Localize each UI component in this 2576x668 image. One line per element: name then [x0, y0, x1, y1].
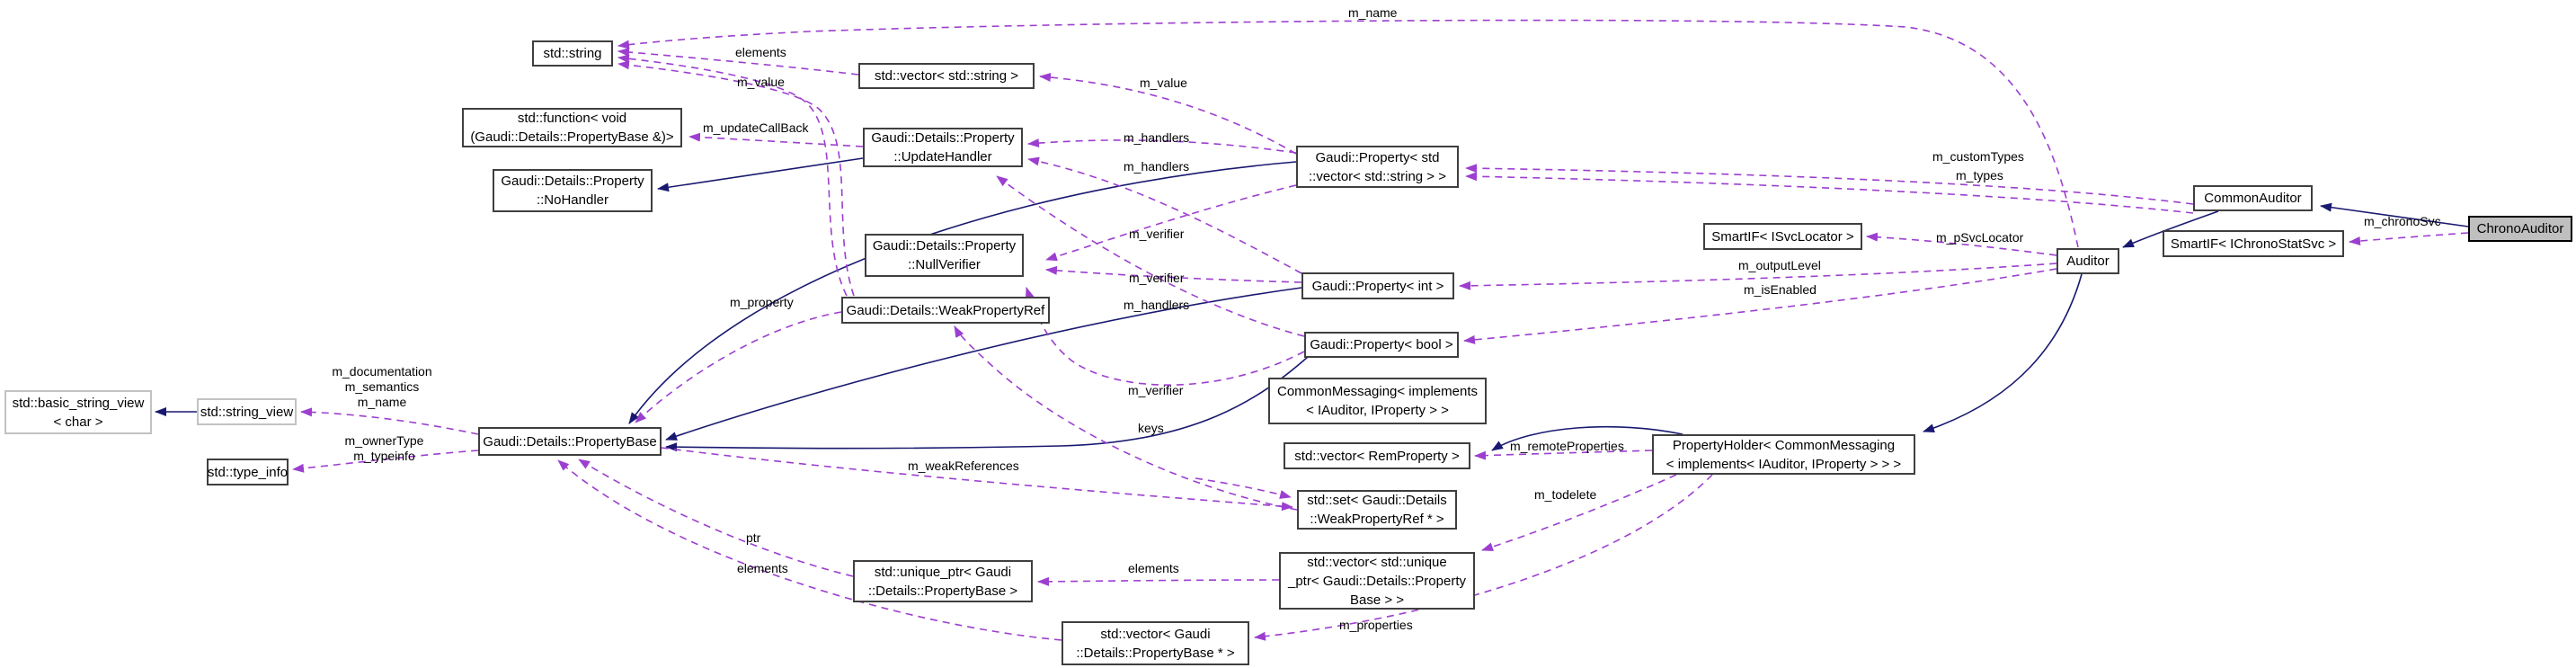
edge-label-m-isenabled: m_isEnabled: [1744, 282, 1817, 297]
edge-auditor-propertyholder: [1923, 273, 2083, 432]
edge-label-m-properties: m_properties: [1339, 618, 1413, 632]
edge-auditor-m-outputlevel: [1459, 263, 2057, 290]
edge-updatehandler-m-updatecallback: [688, 132, 864, 147]
edge-updatehandler-nohandler: [657, 157, 864, 192]
edge-commonauditor-m-types: [1465, 172, 2194, 214]
edge-label-ptr: ptr: [746, 530, 761, 545]
edge-label-m-handlers-3: m_handlers: [1124, 298, 1190, 312]
node-std-vector-propertybase-ptr[interactable]: std::vector< Gaudi ::Details::PropertyBa…: [1061, 621, 1249, 665]
edge-label-m-todelete: m_todelete: [1534, 487, 1597, 502]
edge-property-bool-m-verifier: [1025, 287, 1305, 386]
node-property-holder[interactable]: PropertyHolder< CommonMessaging < implem…: [1652, 434, 1915, 475]
edge-label-m-weakreferences: m_weakReferences: [908, 459, 1019, 473]
node-std-type-info[interactable]: std::type_info: [207, 459, 289, 485]
edge-property-int-m-verifier: [1045, 265, 1302, 283]
edge-label-m-types: m_types: [1956, 168, 2003, 183]
edge-propertybase-m-weakreferences: [661, 447, 1293, 512]
edge-label-m-value-vector: m_value: [1140, 76, 1187, 90]
edge-property-vec-string-m-handlers: [1027, 138, 1297, 154]
node-property-vector-string[interactable]: Gaudi::Property< std ::vector< std::stri…: [1296, 146, 1459, 188]
edge-label-m-name: m_name: [1348, 5, 1398, 20]
node-property-bool[interactable]: Gaudi::Property< bool >: [1304, 332, 1459, 358]
edge-label-m-chronosvc: m_chronoSvc: [2364, 214, 2441, 228]
node-common-auditor[interactable]: CommonAuditor: [2193, 185, 2313, 211]
edge-vectorstring-elements: [617, 48, 859, 76]
edge-label-m-verifier-1: m_verifier: [1129, 227, 1185, 241]
node-std-string-view: std::string_view: [197, 398, 297, 425]
node-update-handler[interactable]: Gaudi::Details::Property ::UpdateHandler: [863, 128, 1023, 167]
edge-vectoruniqueptr-elements: [1037, 576, 1280, 586]
edge-propertybase-m-weakreferences-2: [1195, 477, 1292, 499]
edge-label-elements-left: elements: [737, 561, 788, 575]
edge-label-m-outputlevel: m_outputLevel: [1738, 258, 1821, 272]
node-std-set-weakpropertyref[interactable]: std::set< Gaudi::Details ::WeakPropertyR…: [1297, 490, 1457, 530]
edge-property-vec-string-m-verifier: [1045, 184, 1297, 262]
edge-label-m-handlers-2: m_handlers: [1124, 159, 1190, 174]
node-std-function[interactable]: std::function< void (Gaudi::Details::Pro…: [462, 108, 682, 147]
node-weak-property-ref[interactable]: Gaudi::Details::WeakPropertyRef: [841, 297, 1050, 324]
node-property-int[interactable]: Gaudi::Property< int >: [1301, 272, 1454, 299]
edge-commonauditor-m-customtypes: [1465, 164, 2194, 205]
node-std-vector-remproperty[interactable]: std::vector< RemProperty >: [1284, 442, 1470, 469]
node-std-string[interactable]: std::string: [532, 40, 613, 67]
edge-auditor-m-psvclocator: [1866, 232, 2057, 256]
edge-label-m-handlers-1: m_handlers: [1124, 130, 1190, 145]
edge-propertybase-stringview: [300, 407, 479, 435]
edge-label-elements-top: elements: [735, 45, 786, 59]
edge-weakpropertyref-m-property: [635, 311, 842, 423]
edge-set-keys: [954, 325, 1298, 511]
edge-auditor-m-name: [617, 19, 2079, 248]
edge-label-m-psvclocator: m_pSvcLocator: [1936, 230, 2024, 245]
edge-property-int-propertybase: [665, 287, 1302, 441]
edge-propertyholder-m-remoteproperties: [1474, 450, 1653, 460]
node-std-unique-ptr[interactable]: std::unique_ptr< Gaudi ::Details::Proper…: [853, 560, 1033, 602]
edge-label-m-updatecallback: m_updateCallBack: [703, 120, 809, 135]
node-property-base[interactable]: Gaudi::Details::PropertyBase: [478, 427, 662, 456]
edge-chronoauditor-m-chronosvc: [2349, 232, 2469, 245]
edge-propertyholder-commonmessaging: [1491, 425, 1683, 451]
edge-weakpropertyref-m-value: [617, 54, 848, 297]
node-smartif-isvclocator[interactable]: SmartIF< ISvcLocator >: [1703, 223, 1862, 250]
edge-label-m-remoteproperties: m_remoteProperties: [1510, 439, 1624, 453]
node-common-messaging[interactable]: CommonMessaging< implements < IAuditor, …: [1268, 378, 1487, 424]
edge-propertybase-typeinfo: [292, 450, 479, 473]
edge-label-m-verifier-3: m_verifier: [1128, 383, 1184, 397]
edge-weakpropertyref-m-value-2: [617, 60, 855, 297]
node-std-vector-unique-ptr[interactable]: std::vector< std::unique _ptr< Gaudi::De…: [1279, 552, 1475, 610]
edge-label-propertybase-string-refs: m_documentation m_semantics m_name: [332, 364, 432, 409]
node-std-vector-string[interactable]: std::vector< std::string >: [858, 63, 1035, 89]
node-chrono-auditor: ChronoAuditor: [2468, 216, 2572, 242]
node-null-verifier[interactable]: Gaudi::Details::Property ::NullVerifier: [865, 234, 1024, 277]
edge-chronoauditor-commonauditor: [2320, 202, 2469, 227]
edge-label-propertybase-type-refs: m_ownerType m_typeinfo: [344, 433, 424, 463]
edge-label-m-value-string: m_value: [737, 75, 785, 89]
edge-label-keys: keys: [1138, 421, 1164, 435]
edge-auditor-m-isenabled: [1463, 268, 2057, 344]
node-std-basic-string-view: std::basic_string_view < char >: [4, 390, 152, 434]
edge-uniqueptr-ptr: [578, 459, 854, 577]
edge-property-bool-propertybase: [665, 356, 1309, 452]
edge-label-m-verifier-2: m_verifier: [1129, 271, 1185, 285]
edge-property-bool-m-handlers: [996, 175, 1305, 337]
edge-label-m-customtypes: m_customTypes: [1932, 149, 2024, 164]
node-auditor[interactable]: Auditor: [2056, 248, 2119, 274]
node-no-handler[interactable]: Gaudi::Details::Property ::NoHandler: [493, 169, 653, 212]
edge-property-int-m-handlers: [1027, 156, 1302, 274]
edge-propertyholder-m-todelete: [1481, 474, 1677, 552]
edge-label-m-property: m_property: [730, 295, 794, 309]
node-smartif-ichronostatsvc[interactable]: SmartIF< IChronoStatSvc >: [2163, 230, 2344, 257]
edge-label-elements-mid: elements: [1128, 561, 1179, 575]
edge-vectorpbptr-elements: [557, 459, 1062, 641]
